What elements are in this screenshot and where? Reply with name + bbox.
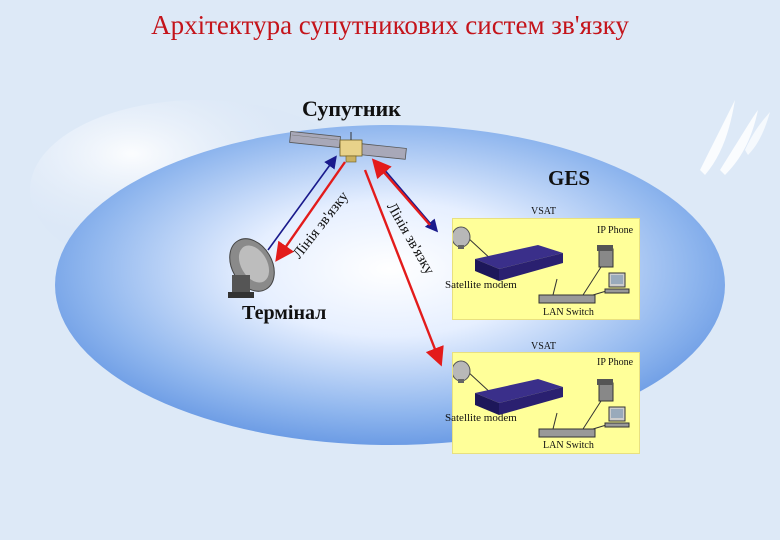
modem-icon [475, 245, 563, 281]
switch-icon [538, 294, 596, 304]
swoosh-decoration [720, 110, 758, 175]
swoosh-decoration [700, 100, 735, 175]
dish-icon [453, 226, 471, 249]
phone-icon [597, 379, 614, 402]
vsat-label: VSAT [531, 206, 557, 217]
vsat-label: VSAT [531, 341, 557, 352]
computer-icon [604, 272, 630, 294]
switch-label: LAN Switch [543, 307, 594, 318]
page-title: Архітектура супутникових систем зв'язку [151, 10, 629, 40]
downlink-arrow [267, 155, 337, 251]
downlink-arrow [382, 167, 439, 233]
switch-label: LAN Switch [543, 440, 594, 451]
vsat-network-drawing [453, 360, 630, 438]
vsat-panel [452, 352, 640, 454]
vsat-network-drawing [453, 226, 630, 304]
terminal-label: Термінал [242, 302, 327, 324]
dish-icon [453, 360, 471, 383]
uplink-arrow [275, 161, 346, 262]
uplink-arrow [363, 169, 444, 367]
modem-icon [475, 379, 563, 415]
modem-label: Satellite modem [445, 279, 517, 291]
modem-label: Satellite modem [445, 412, 517, 424]
vsat-panel [452, 218, 640, 320]
phone-icon [597, 245, 614, 268]
terminal-dish-icon [228, 238, 275, 298]
ges-label: GES [548, 166, 591, 190]
satellite-icon [289, 130, 407, 163]
satellite-label: Супутник [302, 96, 401, 121]
ip-phone-label: IP Phone [597, 357, 634, 368]
ip-phone-label: IP Phone [597, 225, 634, 236]
switch-icon [538, 428, 596, 438]
computer-icon [604, 406, 630, 428]
swoosh-decoration [745, 112, 770, 155]
uplink-arrow [371, 158, 431, 226]
